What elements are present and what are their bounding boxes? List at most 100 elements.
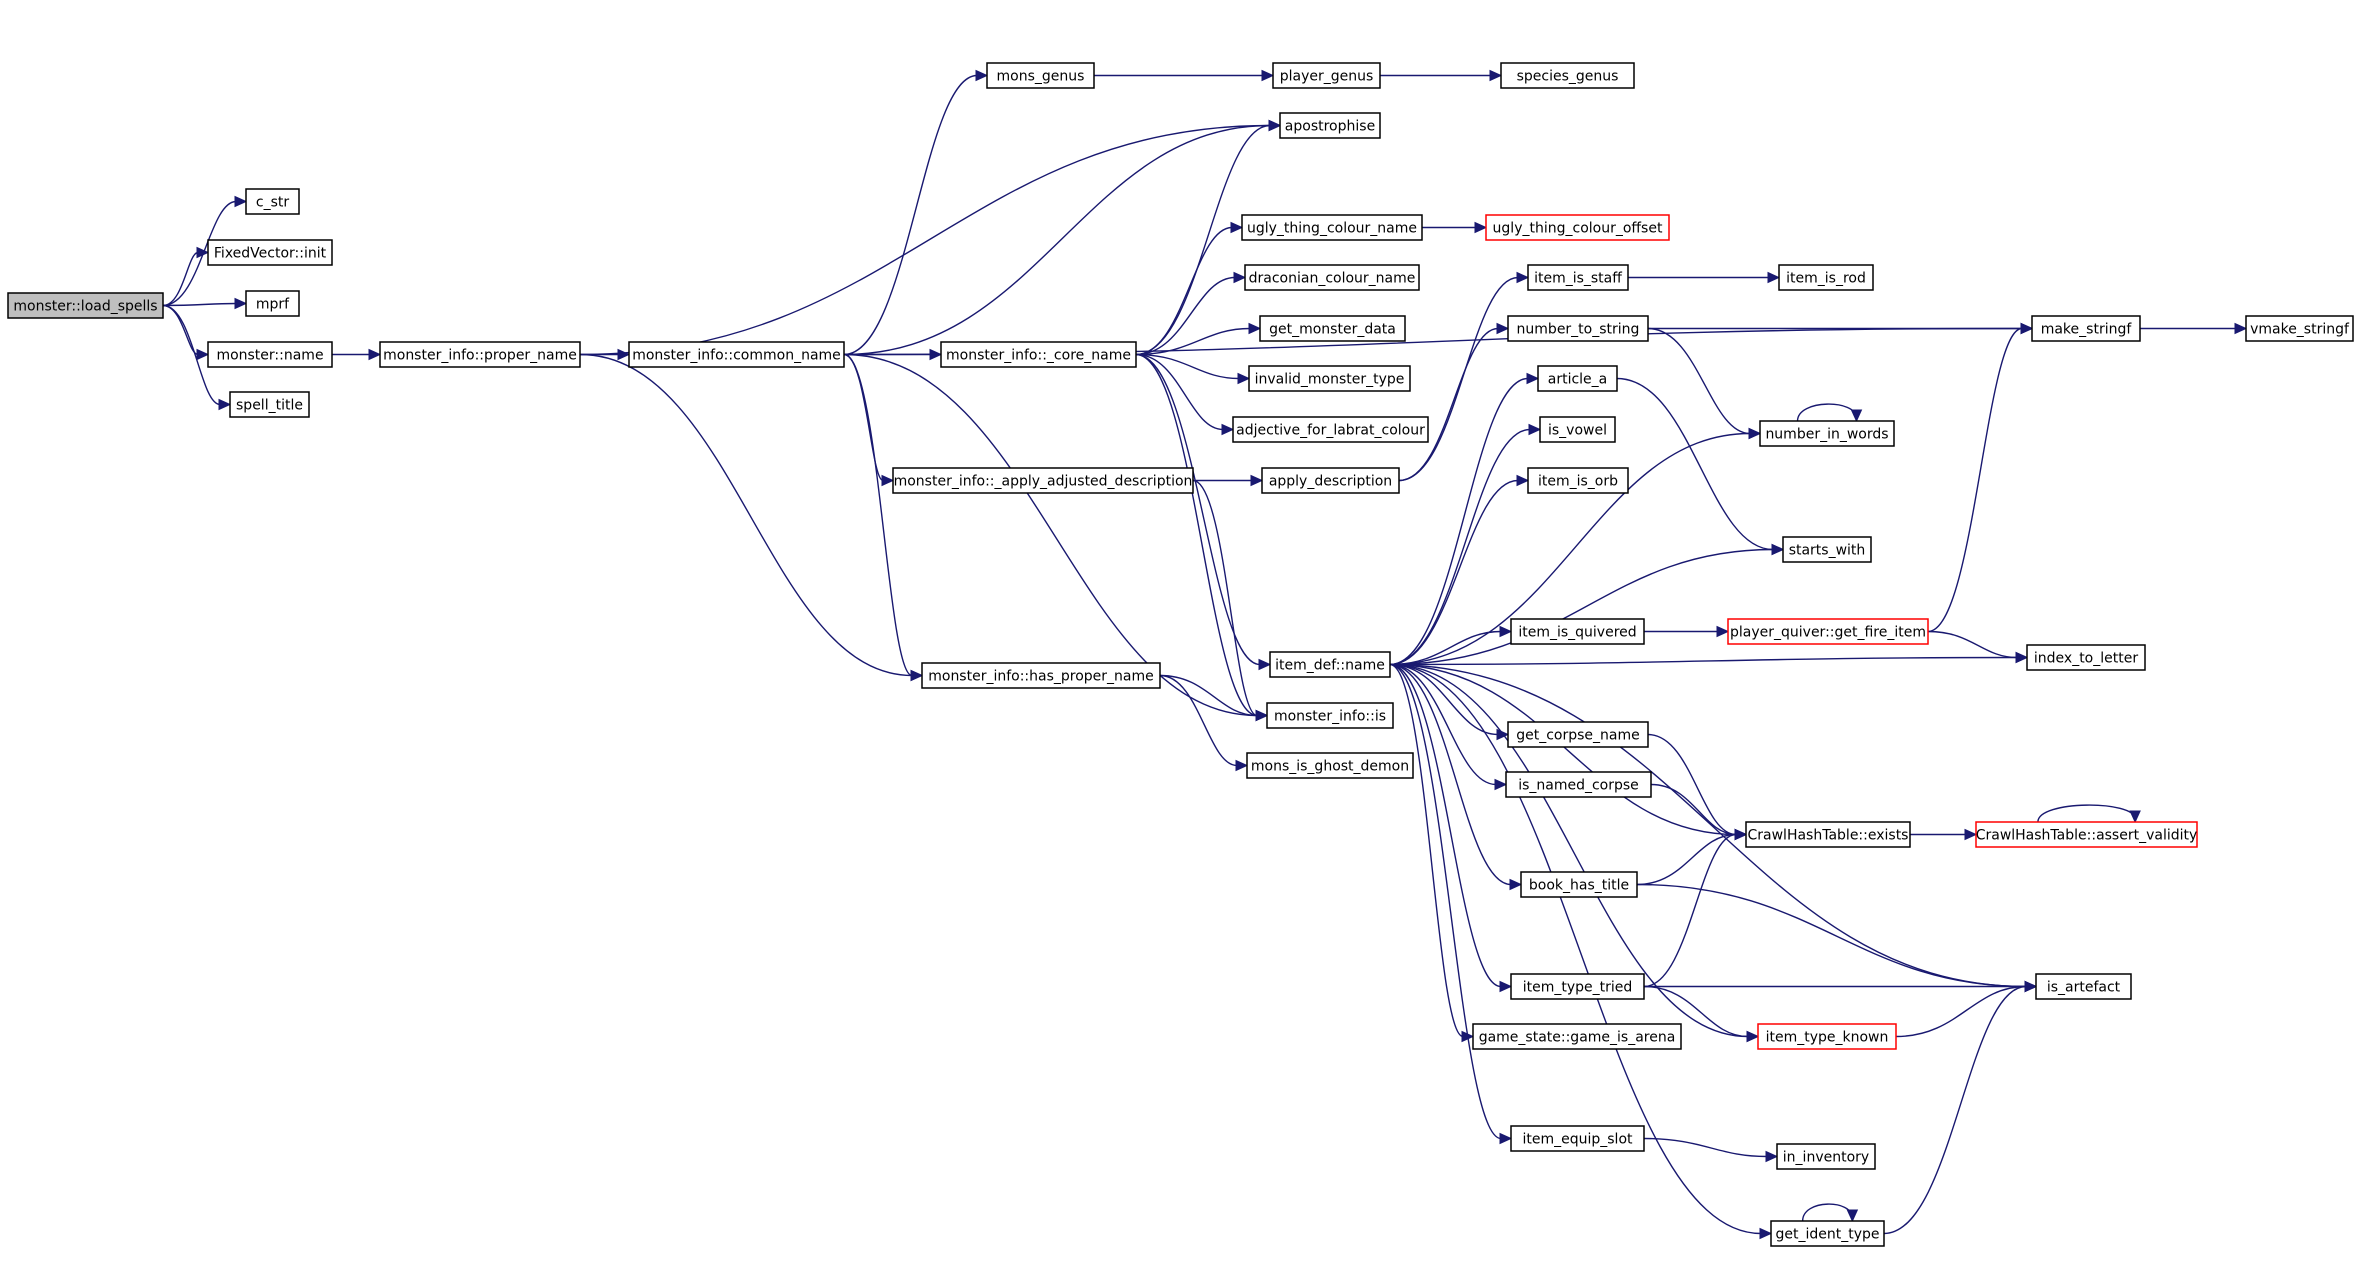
node-monster-info-proper-name[interactable]: monster_info::proper_name (379, 341, 581, 368)
edge-arrowhead (1237, 372, 1251, 385)
edge-line (1616, 377, 1774, 551)
node-monster-info-apply-adjusted-description[interactable]: monster_info::_apply_adjusted_descriptio… (892, 467, 1194, 494)
node-draconian-colour-name[interactable]: draconian_colour_name (1244, 264, 1420, 291)
edge-line (843, 74, 978, 356)
edge-number-to-string-to-number-in-words (1647, 327, 1762, 440)
node-crawlhashtable-assert-validity[interactable]: CrawlHashTable::assert_validity (1975, 821, 2198, 848)
edge-arrowhead (2015, 651, 2029, 664)
node-apply-description[interactable]: apply_description (1261, 467, 1400, 494)
node-fixedvector-init[interactable]: FixedVector::init (207, 239, 333, 266)
edge-line (579, 353, 913, 677)
node-item-is-rod[interactable]: item_is_rod (1778, 264, 1874, 291)
edge-arrowhead (1248, 322, 1262, 335)
edge-line (1643, 985, 1749, 1038)
node-player-genus[interactable]: player_genus (1272, 62, 1381, 89)
node-box (1261, 467, 1400, 494)
edge-monster-info-common-name-to-monster-info-has-proper-name (843, 353, 924, 682)
edge-arrowhead (1528, 423, 1542, 436)
node-in-inventory[interactable]: in_inventory (1776, 1143, 1876, 1170)
node-player-quiver-get-fire-item[interactable]: player_quiver::get_fire_item (1727, 618, 1929, 645)
edge-line (1159, 674, 1238, 767)
node-invalid-monster-type[interactable]: invalid_monster_type (1248, 365, 1411, 392)
node-make-stringf[interactable]: make_stringf (2031, 315, 2141, 342)
node-item-def-name[interactable]: item_def::name (1269, 651, 1391, 678)
node-ugly-thing-colour-offset[interactable]: ugly_thing_colour_offset (1485, 214, 1670, 241)
edge-line (1895, 985, 2027, 1038)
node-number-to-string[interactable]: number_to_string (1507, 315, 1649, 342)
node-adjective-for-labrat-colour[interactable]: adjective_for_labrat_colour (1232, 416, 1429, 443)
node-box (1232, 416, 1429, 443)
node-label: get_corpse_name (1516, 728, 1640, 744)
node-get-monster-data[interactable]: get_monster_data (1259, 315, 1406, 342)
node-species-genus[interactable]: species_genus (1500, 62, 1635, 89)
node-box (1782, 536, 1872, 563)
node-is-named-corpse[interactable]: is_named_corpse (1505, 771, 1652, 798)
node-label: monster_info::has_proper_name (928, 669, 1154, 685)
node-monster-info-is[interactable]: monster_info::is (1266, 702, 1394, 729)
node-ugly-thing-colour-name[interactable]: ugly_thing_colour_name (1241, 214, 1423, 241)
node-label: player_genus (1280, 69, 1374, 85)
node-box (2031, 315, 2141, 342)
node-label: item_is_staff (1534, 271, 1622, 287)
edge-arrowhead (1509, 878, 1523, 891)
node-is-vowel[interactable]: is_vowel (1539, 416, 1616, 443)
node-box (1776, 1143, 1876, 1170)
node-label: mons_is_ghost_demon (1251, 759, 1409, 775)
node-label: mons_genus (997, 69, 1085, 85)
node-game-state-game-is-arena[interactable]: game_state::game_is_arena (1472, 1023, 1682, 1050)
node-label: book_has_title (1529, 878, 1629, 894)
edge-arrowhead (368, 348, 382, 361)
node-box (1246, 752, 1414, 779)
node-starts-with[interactable]: starts_with (1782, 536, 1872, 563)
nodes-layer: monster::load_spells c_strFixedVector::in… (7, 62, 2354, 1247)
node-label: player_quiver::get_fire_item (1730, 625, 1926, 641)
node-item-type-tried[interactable]: item_type_tried (1510, 973, 1645, 1000)
node-apostrophise[interactable]: apostrophise (1279, 112, 1381, 139)
node-item-is-staff[interactable]: item_is_staff (1527, 264, 1629, 291)
edge-crawlhashtable-assert-validity-to-crawlhashtable-assert-validity (2037, 804, 2141, 824)
edge-line (1389, 479, 1519, 666)
edge-line (1192, 479, 1258, 717)
edge-monster-info-core-name-to-item-def-name (1135, 353, 1272, 671)
edge-arrowhead (1499, 625, 1513, 638)
node-vmake-stringf[interactable]: vmake_stringf (2245, 315, 2354, 342)
node-label: species_genus (1517, 69, 1619, 85)
edge-item-equip-slot-to-in-inventory (1643, 1137, 1779, 1163)
node-article-a[interactable]: article_a (1537, 365, 1618, 392)
edge-make-stringf-to-vmake-stringf (2140, 322, 2248, 335)
node-spell-title[interactable]: spell_title (229, 391, 310, 418)
node-monster-name[interactable]: monster::name (207, 341, 333, 368)
node-monster-info-has-proper-name[interactable]: monster_info::has_proper_name (921, 662, 1161, 689)
node-mprf[interactable]: mprf (245, 290, 300, 317)
node-box (1537, 365, 1618, 392)
node-get-corpse-name[interactable]: get_corpse_name (1507, 721, 1649, 748)
node-box (1527, 264, 1629, 291)
node-number-in-words[interactable]: number_in_words (1759, 420, 1895, 447)
node-mons-genus[interactable]: mons_genus (986, 62, 1095, 89)
edge-item-def-name-to-article-a (1389, 372, 1540, 666)
node-label: vmake_stringf (2250, 322, 2350, 338)
edge-arrowhead (1235, 759, 1249, 772)
node-item-is-quivered[interactable]: item_is_quivered (1510, 618, 1645, 645)
edge-arrowhead (1221, 423, 1235, 436)
node-box (1244, 264, 1420, 291)
node-label: draconian_colour_name (1249, 271, 1416, 287)
node-label: number_to_string (1517, 322, 1640, 338)
edge-item-def-name-to-crawlhashtable-exists (1389, 663, 1748, 841)
node-mons-is-ghost-demon[interactable]: mons_is_ghost_demon (1246, 752, 1414, 779)
edge-arrowhead (2129, 810, 2141, 824)
node-item-is-orb[interactable]: item_is_orb (1527, 467, 1629, 494)
node-crawlhashtable-exists[interactable]: CrawlHashTable::exists (1745, 821, 1911, 848)
node-book-has-title[interactable]: book_has_title (1520, 871, 1638, 898)
node-item-type-known[interactable]: item_type_known (1757, 1023, 1897, 1050)
node-item-equip-slot[interactable]: item_equip_slot (1510, 1125, 1645, 1152)
node-label: game_state::game_is_arena (1479, 1030, 1676, 1046)
node-c-str[interactable]: c_str (245, 188, 300, 215)
node-box (892, 467, 1194, 494)
node-monster-info-core-name[interactable]: monster_info::_core_name (940, 341, 1137, 368)
node-get-ident-type[interactable]: get_ident_type (1770, 1220, 1885, 1247)
node-is-artefact[interactable]: is_artefact (2035, 973, 2132, 1000)
node-monster-info-common-name[interactable]: monster_info::common_name (628, 341, 845, 368)
node-monster-load-spells[interactable]: monster::load_spells (7, 292, 164, 319)
node-index-to-letter[interactable]: index_to_letter (2026, 644, 2146, 671)
